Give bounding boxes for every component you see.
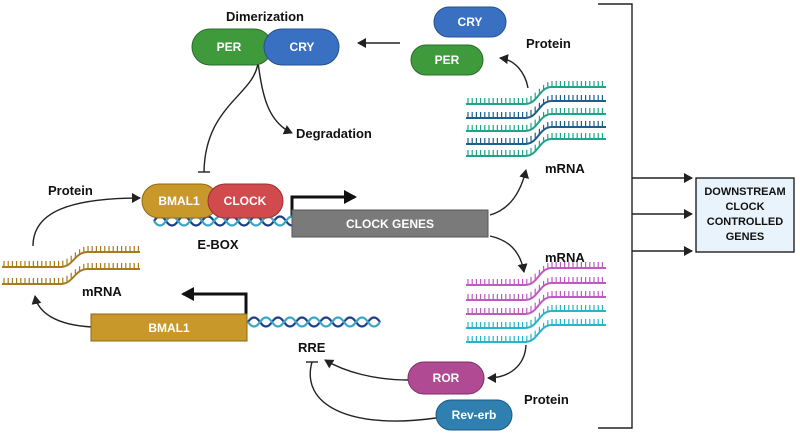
arrow-genes-to-mrna-top	[489, 169, 529, 216]
mrna-left-label: mRNA	[82, 284, 122, 299]
clock-complex-label: CLOCK	[224, 194, 267, 208]
per-pill-top	[410, 44, 484, 76]
protein-bottom-label: Protein	[524, 392, 569, 407]
per-dimer-label: PER	[217, 40, 242, 54]
ebox-label: E-BOX	[197, 237, 239, 252]
bmal1-clock-complex: BMAL1 CLOCK	[141, 183, 284, 219]
arrow-genes-to-mrna-mid	[489, 235, 528, 273]
ror-pill	[407, 361, 485, 395]
per-top-label: PER	[435, 53, 460, 67]
ror-label: ROR	[433, 371, 460, 385]
arrow-mrna-to-ror	[487, 344, 527, 383]
downstream-line-1: DOWNSTREAM	[704, 186, 785, 198]
clock-pill-complex	[207, 183, 284, 219]
mrna-strand	[466, 305, 606, 329]
mrna-top-label: mRNA	[545, 161, 585, 176]
mrna-strand	[466, 291, 606, 315]
mrna-strand	[466, 95, 606, 119]
mrna-layer	[2, 81, 606, 343]
cry-top-label: CRY	[458, 15, 483, 29]
mrna-strand	[466, 121, 606, 145]
output-bracket	[598, 3, 633, 429]
downstream-line-4: GENES	[726, 231, 765, 243]
cry-pill-dimer	[263, 28, 340, 66]
mrna-strand	[2, 246, 140, 268]
per-protein-top: PER	[410, 44, 484, 76]
ror-protein: ROR	[407, 361, 485, 395]
mrna-strand	[466, 262, 606, 286]
mrna-strand	[466, 108, 606, 132]
mrna-strand	[466, 277, 606, 301]
mrna-mid-label: mRNA	[545, 250, 585, 265]
dna-rre	[247, 316, 381, 328]
arrow-bmal1-to-mrna-left	[31, 295, 93, 328]
dna-strand-b	[247, 316, 381, 328]
arrow-mrna-left-to-complex	[32, 193, 141, 247]
clock-genes-rect	[291, 209, 489, 238]
per-cry-dimer: PER CRY	[191, 28, 340, 66]
cry-dimer-label: CRY	[290, 40, 315, 54]
downstream-line-3: CONTROLLED	[707, 216, 783, 228]
bmal1-complex-label: BMAL1	[158, 194, 200, 208]
reverb-pill	[435, 399, 513, 431]
arrow-to-degradation	[257, 61, 293, 135]
pathway-arrows	[31, 3, 693, 429]
clock-genes-box: CLOCK GENES	[291, 209, 489, 238]
protein-top-label: Protein	[526, 36, 571, 51]
cry-protein-top: CRY	[433, 6, 507, 38]
mrna-strand	[466, 133, 606, 157]
dimerization-label: Dimerization	[226, 9, 304, 24]
arrow-mrna-to-protein-top	[499, 54, 529, 89]
inhibit-dimer-to-complex	[203, 61, 259, 173]
clock-genes-label: CLOCK GENES	[346, 217, 434, 231]
protein-left-label: Protein	[48, 183, 93, 198]
mrna-strand	[466, 81, 606, 105]
downstream-line-2: CLOCK	[725, 201, 764, 213]
degradation-label: Degradation	[296, 126, 372, 141]
reverb-label: Rev-erb	[452, 408, 497, 422]
dna-strand-a	[247, 316, 381, 328]
arrow-ror-to-rre	[324, 359, 409, 381]
rre-label: RRE	[298, 340, 326, 355]
bmal1-gene-rect	[90, 313, 248, 342]
downstream-rect	[695, 177, 795, 253]
bmal1-gene-box: BMAL1	[90, 313, 248, 342]
bmal1-gene-label: BMAL1	[148, 321, 190, 335]
inhibit-reverb-to-rre	[309, 361, 437, 422]
mrna-strand	[466, 319, 606, 343]
cry-pill-top	[433, 6, 507, 38]
downstream-genes-box: DOWNSTREAM CLOCK CONTROLLED GENES	[695, 177, 795, 253]
tss-arrow-bmal1	[181, 287, 248, 314]
mrna-strand	[2, 263, 140, 285]
reverb-protein: Rev-erb	[435, 399, 513, 431]
